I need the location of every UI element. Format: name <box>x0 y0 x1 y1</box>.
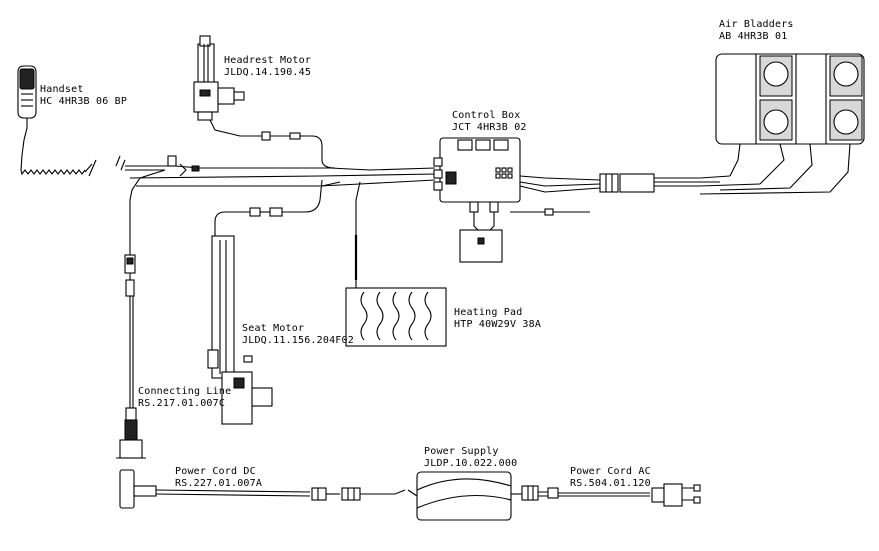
handset-label: Handset HC 4HR3B 06 BP <box>40 84 127 108</box>
power-supply-drawing <box>407 471 522 521</box>
power-cord-ac-label: Power Cord AC RS.504.01.120 <box>570 466 651 490</box>
control-box-drawing <box>433 137 761 216</box>
connecting-line-label: Connecting Line RS.217.01.007C <box>138 386 231 410</box>
headrest-motor-name: Headrest Motor <box>224 55 312 66</box>
seat-motor-name: Seat Motor <box>242 323 305 334</box>
headrest-motor-code: JLDQ.14.190.45 <box>224 67 312 78</box>
air-bladders-code: AB 4HR3B 01 <box>719 31 788 42</box>
power-supply-code: JLDP.10.022.000 <box>424 458 518 469</box>
air-bladders-drawing <box>699 53 865 195</box>
connecting-line-name: Connecting Line <box>138 386 232 397</box>
power-supply-label: Power Supply JLDP.10.022.000 <box>424 446 517 470</box>
headrest-motor-label: Headrest Motor JLDQ.14.190.45 <box>224 55 311 79</box>
power-cord-ac-name: Power Cord AC <box>570 466 651 477</box>
power-cord-ac-drawing <box>521 483 701 507</box>
connecting-line-drawing <box>116 254 146 459</box>
power-cord-dc-code: RS.227.01.007A <box>175 478 263 489</box>
handset-drawing <box>17 65 97 177</box>
heating-pad-name: Heating Pad <box>454 307 523 318</box>
power-cord-dc-label: Power Cord DC RS.227.01.007A <box>175 466 262 490</box>
harness-wires <box>115 119 436 290</box>
power-cord-dc-drawing <box>119 469 406 509</box>
heating-pad-code: HTP 40W29V 38A <box>454 319 542 330</box>
power-supply-name: Power Supply <box>424 446 499 457</box>
control-box-name: Control Box <box>452 110 521 121</box>
heating-pad-drawing <box>345 287 447 347</box>
seat-motor-drawing <box>207 235 273 425</box>
seat-motor-code: JLDQ.11.156.204F02 <box>242 335 354 346</box>
control-box-label: Control Box JCT 4HR3B 02 <box>452 110 527 134</box>
heating-pad-label: Heating Pad HTP 40W29V 38A <box>454 307 541 331</box>
handset-code: HC 4HR3B 06 BP <box>40 96 128 107</box>
air-bladders-name: Air Bladders <box>719 19 794 30</box>
control-box-code: JCT 4HR3B 02 <box>452 122 527 133</box>
handset-name: Handset <box>40 84 84 95</box>
power-cord-dc-name: Power Cord DC <box>175 466 256 477</box>
power-cord-ac-code: RS.504.01.120 <box>570 478 651 489</box>
air-bladders-label: Air Bladders AB 4HR3B 01 <box>719 19 794 43</box>
connecting-line-code: RS.217.01.007C <box>138 398 226 409</box>
seat-motor-label: Seat Motor JLDQ.11.156.204F02 <box>242 323 354 347</box>
module-drawing <box>459 212 503 263</box>
headrest-motor-drawing <box>193 35 245 121</box>
